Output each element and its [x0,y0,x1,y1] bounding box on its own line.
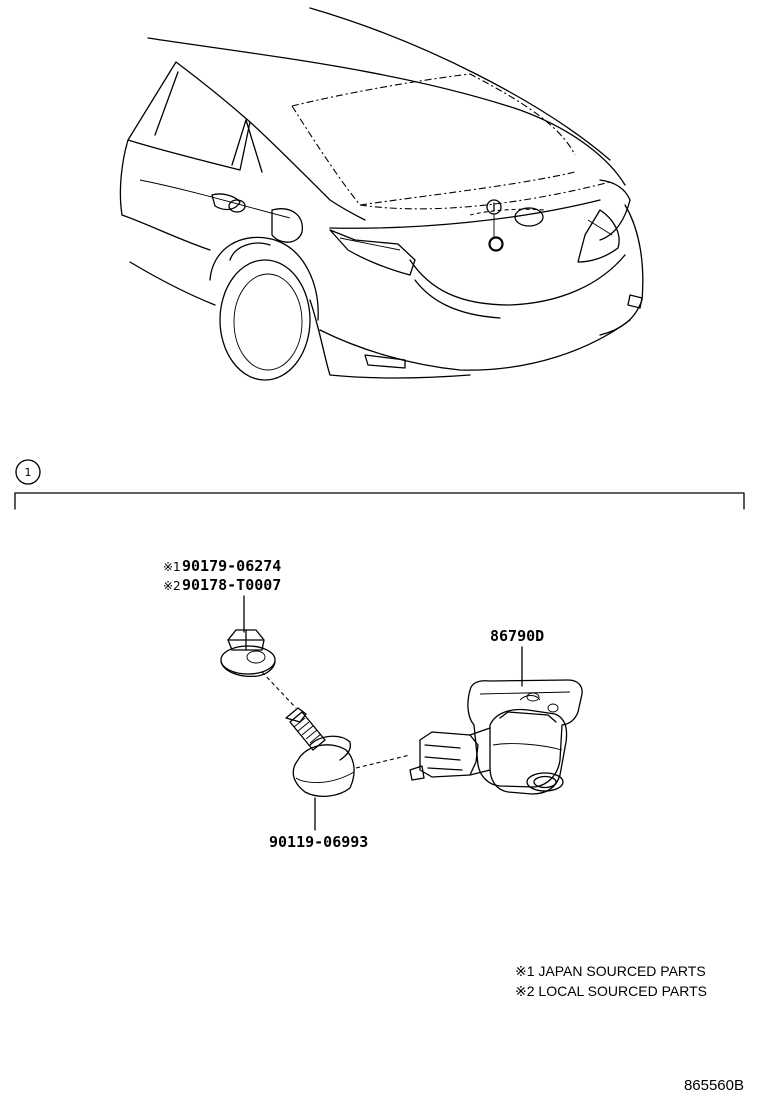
callout-bracket: 1 [14,459,745,510]
back-camera-icon [409,646,583,795]
bolt-icon [285,707,411,831]
nut-part-number-japan: 90179-06274 [182,557,281,575]
illustration-code: 865560B [684,1077,744,1094]
flange-nut-icon [220,595,297,709]
legend-note-japan: ※1 JAPAN SOURCED PARTS [515,963,706,979]
nut-label-mark-1: ※1 [163,560,181,574]
nut-part-number-local: 90178-T0007 [182,576,281,594]
car-rear-view-icon [119,7,644,381]
camera-part-number: 86790D [490,627,544,645]
sourcing-legend: ※1 JAPAN SOURCED PARTS ※2 LOCAL SOURCED … [515,963,707,999]
bolt-part-number: 90119-06993 [269,833,368,851]
legend-note-local: ※2 LOCAL SOURCED PARTS [515,983,707,999]
nut-label-mark-2: ※2 [163,579,181,593]
part-labels: ※1 90179-06274 ※2 90178-T0007 86790D 901… [163,557,544,851]
callout-number: 1 [25,466,32,479]
